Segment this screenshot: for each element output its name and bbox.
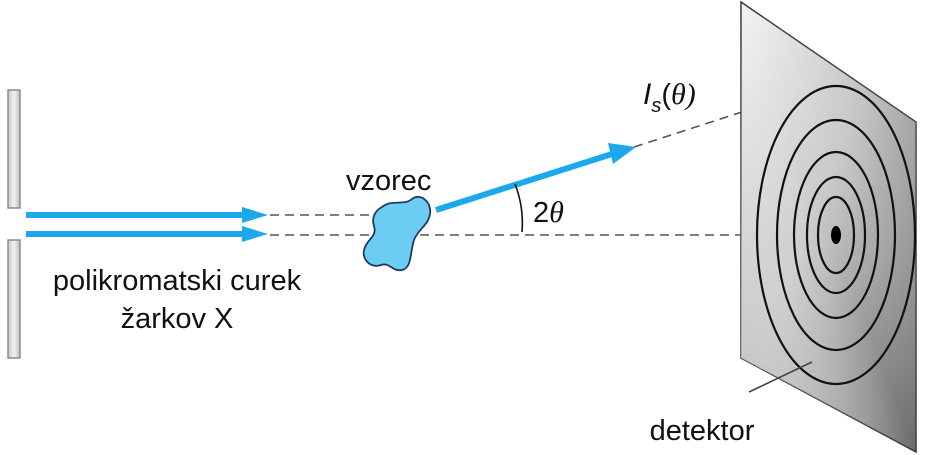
angle-arc	[514, 183, 524, 233]
intensity-symbol: I	[643, 78, 651, 111]
sample-blob	[362, 195, 432, 272]
diffraction-ring-1	[816, 195, 856, 275]
detector-center-spot	[831, 226, 841, 244]
scattered-beam-line	[435, 151, 613, 213]
angle-coefficient: 2	[533, 197, 549, 229]
detector-screen	[740, 0, 917, 454]
dashed-scattered-continuation	[633, 85, 823, 148]
beam-label-line2: žarkov X	[121, 303, 234, 335]
angle-symbol: θ	[549, 196, 564, 229]
detector-leader-line	[748, 361, 813, 393]
angle-label: 2θ	[533, 196, 564, 229]
diffraction-ring-5	[755, 84, 917, 386]
scattered-beam-arrowhead	[608, 143, 636, 164]
intensity-open-paren: (	[661, 79, 671, 111]
intensity-argument: θ	[671, 78, 686, 111]
beam-label-line1: polikromatski curek	[53, 265, 302, 297]
diffraction-ring-3	[792, 150, 880, 320]
incident-beam-upper-arrowhead	[242, 207, 268, 223]
dashed-lines	[270, 85, 830, 236]
slit-lower-plate	[7, 239, 21, 359]
intensity-close-paren: )	[684, 78, 696, 111]
diffraction-ring-4	[775, 118, 897, 352]
incident-beam	[26, 207, 268, 242]
sample-label: vzorec	[346, 165, 431, 197]
detector-plate-shade	[741, 2, 916, 452]
intensity-subscript: s	[651, 95, 661, 117]
diffraction-rings	[755, 84, 917, 386]
scattered-beam	[435, 143, 636, 213]
incident-beam-lower-arrowhead	[242, 226, 268, 242]
detector-label: detektor	[650, 415, 755, 447]
intensity-label: Is(θ)	[643, 78, 696, 117]
diffraction-ring-2	[805, 175, 867, 295]
slit	[7, 89, 21, 359]
slit-upper-plate	[7, 89, 21, 209]
